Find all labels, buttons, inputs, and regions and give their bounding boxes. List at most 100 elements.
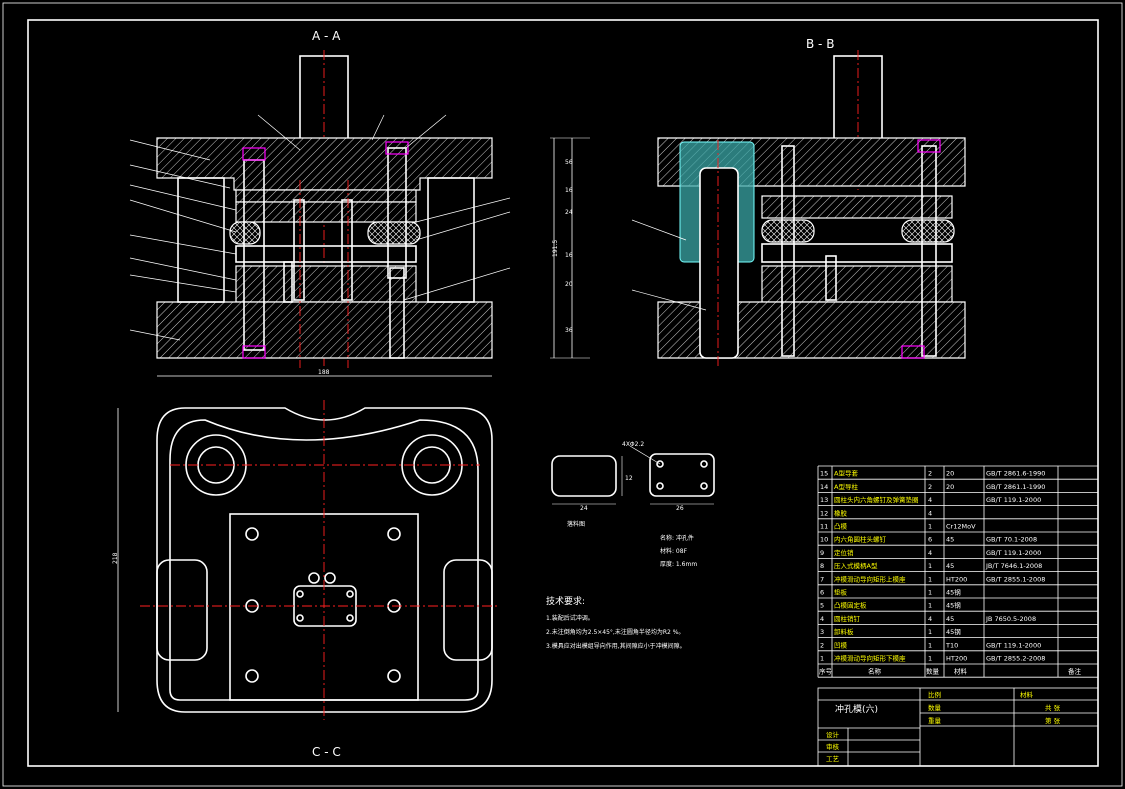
bom-material: 45 — [946, 615, 954, 623]
height-dimension-stack: 191.5 56 16 24 16 20 36 — [550, 137, 590, 359]
section-cc-label: C - C — [312, 745, 341, 759]
bom-standard: GB/T 2855.2-2008 — [986, 655, 1045, 663]
tb-designer: 设计 — [826, 730, 840, 739]
bom-material: 20 — [946, 483, 954, 491]
bom-qty: 1 — [928, 562, 932, 570]
plan-height-text: 218 — [112, 552, 119, 564]
bom-standard: JB 7650.5-2008 — [985, 615, 1036, 623]
plan-punch-holes — [296, 572, 354, 622]
tb-page: 第 张 — [1045, 716, 1061, 725]
bom-material: HT200 — [946, 655, 967, 663]
punch-center — [341, 199, 353, 301]
bom-qty: 1 — [928, 575, 932, 583]
part-holes-text: 4XΦ2.2 — [622, 441, 644, 448]
screw-head-bottom-left — [242, 345, 266, 359]
bb-screw-head-top — [917, 139, 941, 153]
stack-dim-2: 16 — [565, 187, 573, 194]
bb-leader-lines — [631, 219, 707, 311]
bom-qty: 4 — [928, 549, 932, 557]
bom-standard: GB/T 119.1-2000 — [986, 496, 1041, 504]
bom-qty: 1 — [928, 641, 932, 649]
bom-name: 圆柱销钉 — [834, 614, 861, 623]
tech-requirements: 技术要求: 1.装配后试冲调。 2.未注倒角均为2.5×45°,未注圆角半径均为… — [546, 595, 686, 650]
bom-material: HT200 — [946, 575, 967, 583]
inner-border — [27, 19, 1099, 767]
bom-no: 13 — [820, 496, 828, 504]
bom-name: 定位销 — [834, 548, 854, 557]
tb-checker: 审核 — [826, 742, 840, 751]
aa-width-text: 188 — [318, 369, 330, 376]
bom-header-material: 材料 — [954, 667, 968, 676]
bom-material: 45钢 — [946, 589, 961, 597]
bom-standard: GB/T 2861.1-1990 — [986, 483, 1045, 491]
bom-no: 11 — [820, 523, 828, 531]
bom-no: 4 — [820, 615, 824, 623]
bom-standard: GB/T 2861.6-1990 — [986, 470, 1045, 478]
bom-name: 卸料板 — [834, 627, 854, 636]
aa-leader-lines — [129, 114, 511, 341]
stack-dim-3: 24 — [565, 209, 573, 216]
bom-name: 凸模 — [834, 522, 848, 531]
plan-slot-left — [156, 559, 208, 661]
bom-name: A型导柱 — [834, 482, 858, 491]
tech-item-2: 2.未注倒角均为2.5×45°,未注圆角半径均为R2 %。 — [546, 628, 684, 636]
tb-sheets: 共 张 — [1045, 703, 1061, 712]
bom-no: 15 — [820, 470, 828, 478]
bom-name: 冲模滑动导向矩形下模座 — [834, 654, 906, 663]
bom-no: 5 — [820, 602, 824, 610]
bom-material: 45钢 — [946, 628, 961, 636]
bom-qty: 2 — [928, 483, 932, 491]
bom-name: 垫板 — [834, 588, 848, 597]
stack-dim-1: 56 — [565, 159, 573, 166]
bb-die-plate — [761, 265, 953, 303]
drawing-name: 冲孔模(六) — [835, 703, 878, 715]
bom-no: 10 — [820, 536, 828, 544]
part-name: 名称: 冲孔件 — [660, 534, 694, 542]
bom-no: 1 — [820, 655, 824, 663]
title-block: 冲孔模(六) 比例 数量 重量 材料 共 张 第 张 设计 审核 工艺 — [817, 687, 1099, 767]
screw-holes-plan — [245, 527, 401, 683]
bom-header-qty: 数量 — [926, 667, 940, 676]
plan-view-cc: 218 C - C — [112, 400, 500, 759]
tech-item-1: 1.装配后试冲调。 — [546, 614, 594, 622]
bom-standard: GB/T 119.1-2000 — [986, 641, 1041, 649]
rubber-left — [229, 221, 261, 245]
stack-dim-6: 36 — [565, 327, 573, 334]
punch-left — [293, 199, 305, 301]
bb-screw-head-bottom — [901, 345, 925, 359]
bom-no: 2 — [820, 641, 824, 649]
bom-material: 45 — [946, 536, 954, 544]
screw-right — [387, 147, 407, 279]
tb-material: 材料 — [1020, 690, 1034, 699]
bom-name: 内六角圆柱头螺钉 — [834, 535, 887, 544]
bom-no: 7 — [820, 575, 824, 583]
bom-no: 14 — [820, 483, 828, 491]
blank-height-text: 12 — [625, 475, 633, 482]
bom-no: 3 — [820, 628, 824, 636]
rubber-right — [367, 221, 421, 245]
lower-die-seat — [156, 301, 493, 359]
section-aa-view: A - A — [129, 29, 511, 377]
guide-column-left — [177, 177, 225, 303]
bom-header-name: 名称 — [868, 667, 882, 676]
bb-stripper — [761, 243, 953, 263]
screw-head-top-left — [242, 147, 266, 161]
bom-header-no: 序号 — [819, 667, 833, 676]
part-sketch: 4XΦ2.2 26 名称: 冲孔件 材料: 08F 厚度: 1.6mm — [622, 441, 715, 568]
upper-die-seat — [156, 137, 493, 191]
total-height-text: 191.5 — [552, 240, 559, 257]
stripper-plate — [235, 245, 417, 263]
bom-no: 12 — [820, 509, 828, 517]
bom-qty: 1 — [928, 628, 932, 636]
bom-material: 20 — [946, 470, 954, 478]
screw-head-top-right — [385, 141, 409, 155]
blank-width-text: 24 — [580, 505, 588, 512]
bom-no: 8 — [820, 562, 824, 570]
bom-no: 9 — [820, 549, 824, 557]
bom-qty: 2 — [928, 470, 932, 478]
part-thickness: 厚度: 1.6mm — [660, 560, 697, 568]
blank-shape — [551, 455, 617, 497]
